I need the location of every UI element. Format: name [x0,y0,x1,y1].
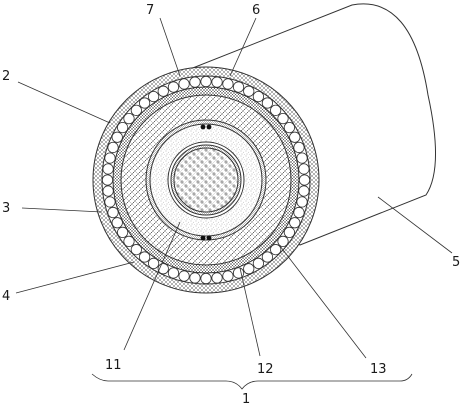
armour-wire [277,235,289,248]
armour-wire [111,131,123,143]
armour-wire [296,152,308,164]
armour-wire [189,76,201,88]
reference-numerals: 7 6 2 3 4 11 12 13 5 1 [2,3,460,407]
armour-wire [252,91,265,103]
armour-wire [167,81,180,93]
armour-wire [111,217,123,229]
ref-label-4: 4 [2,289,10,304]
armour-wire [101,174,114,186]
leader-11 [123,221,181,351]
armour-wire [117,226,129,239]
armour-wire [261,97,274,109]
ref-label-11: 11 [105,358,122,373]
armour-wire [298,174,311,186]
leader-2 [17,81,111,124]
leader-3 [21,207,103,213]
armour-wire [138,251,151,263]
armour-wire [270,244,282,256]
armour-wire [252,257,265,269]
leader-6 [229,17,257,77]
armour-wire [130,244,142,256]
assembly-brace [91,373,413,390]
armour-wire [222,78,234,90]
armour-wire-ring [101,75,311,285]
armour-wire [147,91,160,103]
armour-wire [123,235,135,248]
leader-lines [15,17,453,390]
ref-label-6: 6 [252,3,260,18]
armour-wire [289,131,301,143]
leader-5 [377,196,453,254]
cross-section [92,66,320,294]
armour-wire [147,257,160,269]
leader-12 [239,267,261,357]
armour-wire [200,75,212,88]
ref-label-3: 3 [2,201,10,216]
armour-wire [293,141,305,154]
conductor-core [173,147,239,213]
armour-wire [107,206,119,219]
leader-7 [159,17,181,77]
armour-wire [222,270,234,282]
embedded-fibre-top [200,124,212,130]
armour-wire [178,270,190,282]
armour-wire [293,206,305,219]
ref-label-13: 13 [370,362,387,377]
armour-wire [270,104,282,116]
armour-wire [167,267,180,279]
armour-wire [232,81,245,93]
armour-wire [243,263,255,275]
armour-wire [277,112,289,125]
armour-wire [232,267,245,279]
ref-label-5: 5 [452,255,460,270]
armour-wire [123,112,135,125]
armour-wire [102,163,114,175]
armour-wire [102,185,114,197]
armour-wire [107,141,119,154]
ref-label-7: 7 [146,3,154,18]
armour-wire [189,272,201,284]
embedded-fibre-bottom [200,235,212,241]
armour-wire [298,185,310,197]
armour-wire [117,121,129,134]
leader-4 [15,261,135,294]
ref-label-12: 12 [257,362,274,377]
armour-wire [178,78,190,90]
leader-13 [279,245,367,359]
armour-wire [243,85,255,97]
armour-wire [157,85,169,97]
armour-wire [104,152,116,164]
armour-wire [200,272,212,285]
ref-label-1: 1 [242,392,250,407]
armour-wire [130,104,142,116]
cable-body-outline [174,3,437,246]
armour-wire [296,196,308,208]
armour-wire [283,226,295,239]
armour-wire [298,163,310,175]
armour-wire [283,121,295,134]
armour-wire [138,97,151,109]
armour-wire [261,251,274,263]
ref-label-2: 2 [2,69,10,84]
armour-wire [289,217,301,229]
armour-wire [211,76,223,88]
armour-wire [104,196,116,208]
armour-wire [211,272,223,284]
